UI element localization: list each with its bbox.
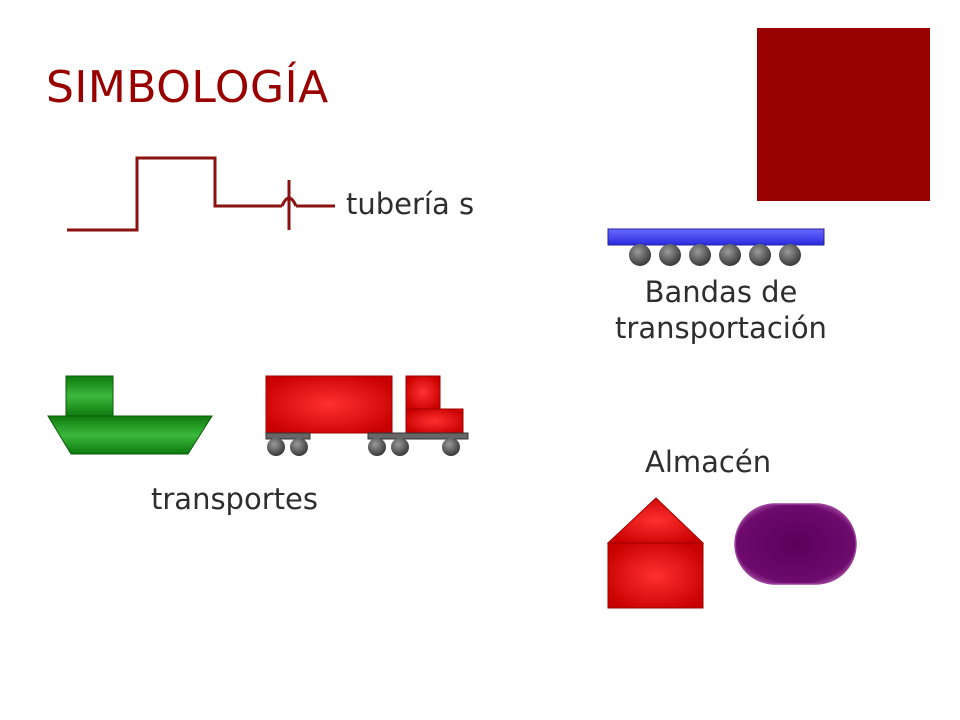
corner-accent-block: [757, 28, 930, 201]
label-bandas-de-transportacion: Bandas de transportación: [615, 275, 827, 345]
label-tuberias: tubería s: [346, 187, 475, 221]
label-almacen: Almacén: [645, 445, 772, 479]
label-transportes: transportes: [151, 482, 318, 516]
page-title: SIMBOLOGÍA: [46, 62, 329, 113]
